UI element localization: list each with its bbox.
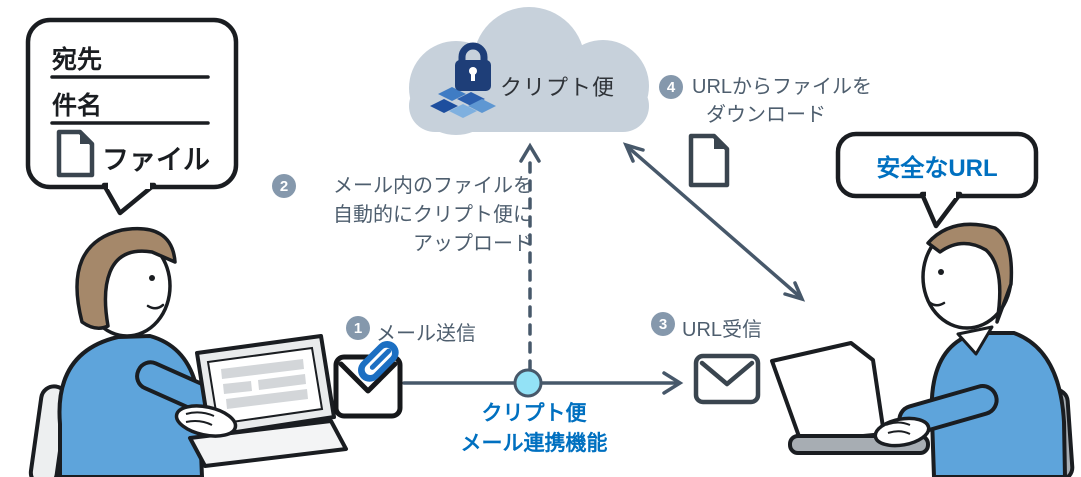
- collar: [956, 325, 994, 356]
- download-file-icon: [688, 133, 730, 188]
- step-3-badge: 3: [651, 312, 675, 336]
- integration-caption: クリプト便 メール連携機能: [428, 399, 640, 459]
- receiver-person: [770, 222, 1075, 477]
- step-1-label: メール送信: [376, 323, 476, 345]
- cloud-service-name: クリプト便: [500, 75, 616, 100]
- step-3-label: URL受信: [682, 319, 763, 341]
- compose-field-to-label: 宛先: [52, 46, 103, 74]
- torso: [57, 334, 204, 477]
- attachment-file-icon: [56, 129, 95, 178]
- torso: [929, 331, 1067, 477]
- upload-dashed-arrow: [519, 142, 541, 373]
- integration-caption-line-1: クリプト便: [481, 402, 587, 425]
- hair: [926, 222, 1014, 324]
- sender-laptop: [188, 334, 348, 468]
- step-1-badge: 1: [346, 316, 370, 340]
- download-double-arrow: [622, 142, 806, 302]
- service-logo-lock-icon: [430, 42, 496, 118]
- secure-url-bubble: [835, 131, 1039, 229]
- step-2-line-3: アップロード: [413, 233, 533, 255]
- received-mail-icon: [693, 353, 761, 405]
- step-2-number: 2: [279, 177, 289, 195]
- step-2-badge: 2: [272, 174, 296, 198]
- integration-node: [513, 368, 543, 398]
- receiver-laptop-screen: [770, 341, 886, 444]
- step-2-line-2: 自動的にクリプト便に: [333, 204, 533, 226]
- paperclip-icon: [358, 341, 399, 382]
- integration-caption-line-2: メール連携機能: [460, 432, 608, 455]
- hair: [75, 226, 177, 330]
- step-2-label: メール内のファイルを 自動的にクリプト便に アップロード: [293, 172, 533, 259]
- step-4-line-1: URLからファイルを: [692, 76, 873, 98]
- compose-file-label: ファイル: [102, 145, 210, 175]
- step-4-badge: 4: [659, 75, 683, 99]
- step-4-number: 4: [666, 78, 676, 96]
- step-1-number: 1: [353, 319, 363, 337]
- step-2-line-1: メール内のファイルを: [333, 175, 533, 197]
- sender-person: [28, 226, 348, 477]
- compose-field-subject-label: 件名: [52, 92, 103, 120]
- compose-bubble: [25, 17, 239, 216]
- secure-url-label: 安全なURL: [876, 154, 998, 182]
- sent-mail-icon: [333, 341, 403, 419]
- step-3-number: 3: [658, 315, 668, 333]
- step-4-label: URLからファイルを ダウンロード: [692, 73, 872, 129]
- step-4-line-2: ダウンロード: [706, 104, 826, 126]
